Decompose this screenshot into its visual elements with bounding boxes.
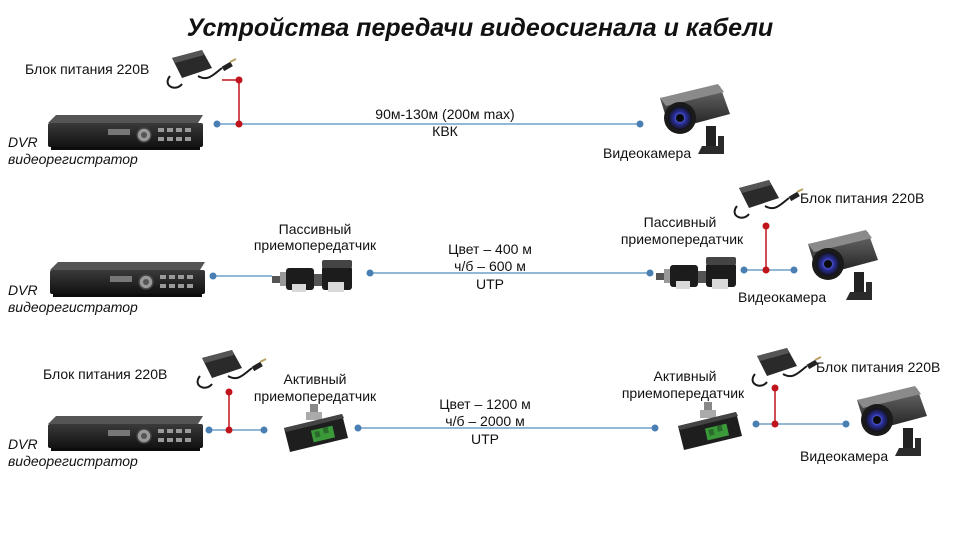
psu-label: Блок питания 220В [43,366,168,382]
passive-transceiver-icon [272,260,352,292]
cable-spec-row3-line1: Цвет – 1200 м [439,396,531,412]
node-dot [842,420,850,428]
power-junction-dot [225,426,233,434]
power-junction-dot [235,120,243,128]
diagram-title: Устройства передачи видеосигнала и кабел… [186,14,774,42]
cable-spec-row3-line2: ч/б – 2000 м [445,413,525,429]
cable-spec-row3-line3: UTP [471,431,499,447]
passive-label-right-2: приемопередатчик [620,231,744,247]
node-dot [260,426,268,434]
dvr-sublabel: видеорегистратор [8,151,138,167]
node-dot [366,269,374,277]
power-adapter-icon [166,49,237,89]
cable-spec-row2-line2: ч/б – 600 м [454,258,526,274]
power-junction-dot [235,76,243,84]
cable-spec-row1-line2: КВК [432,123,458,139]
node-dot [209,272,217,280]
dvr-icon [47,415,204,452]
passive-transceiver-icon [656,257,736,289]
cable-spec-row2-line1: Цвет – 400 м [448,241,532,257]
power-junction-dot [771,420,779,428]
psu-label: Блок питания 220В [25,61,150,77]
camera-icon [660,84,730,154]
dvr-label: DVR [8,282,38,298]
dvr-sublabel: видеорегистратор [8,299,138,315]
camera-label: Видеокамера [603,145,692,161]
power-junction-dot [762,222,770,230]
camera-label: Видеокамера [800,448,889,464]
psu-label: Блок питания 220В [816,359,941,375]
node-dot [651,424,659,432]
camera-label: Видеокамера [738,289,827,305]
power-junction-dot [771,384,779,392]
active-transceiver-icon [284,404,348,452]
node-dot [213,120,221,128]
passive-label-left-2: приемопередатчик [253,237,377,253]
power-adapter-icon [733,179,804,219]
active-label-right-1: Активный [653,368,717,384]
active-label-left-2: приемопередатчик [253,388,377,404]
psu-label: Блок питания 220В [800,190,925,206]
dvr-label: DVR [8,436,38,452]
power-adapter-icon [751,347,822,387]
passive-label-left-1: Пассивный [278,221,352,237]
node-dot [790,266,798,274]
passive-label-right-1: Пассивный [643,214,717,230]
active-label-left-1: Активный [283,371,347,387]
node-dot [354,424,362,432]
dvr-label: DVR [8,134,38,150]
node-dot [740,266,748,274]
dvr-icon [49,261,206,298]
active-label-right-2: приемопередатчик [621,385,745,401]
cable-spec-row2-line3: UTP [476,276,504,292]
cable-spec-row1-line1: 90м-130м (200м max) [375,106,515,122]
camera-icon [857,386,927,456]
dvr-sublabel: видеорегистратор [8,453,138,469]
node-dot [646,269,654,277]
active-transceiver-icon [678,402,742,450]
power-line-row1 [222,79,240,124]
power-junction-dot [762,266,770,274]
node-dot [636,120,644,128]
node-dot [205,426,213,434]
power-junction-dot [225,388,233,396]
node-dot [752,420,760,428]
dvr-icon [47,114,204,151]
